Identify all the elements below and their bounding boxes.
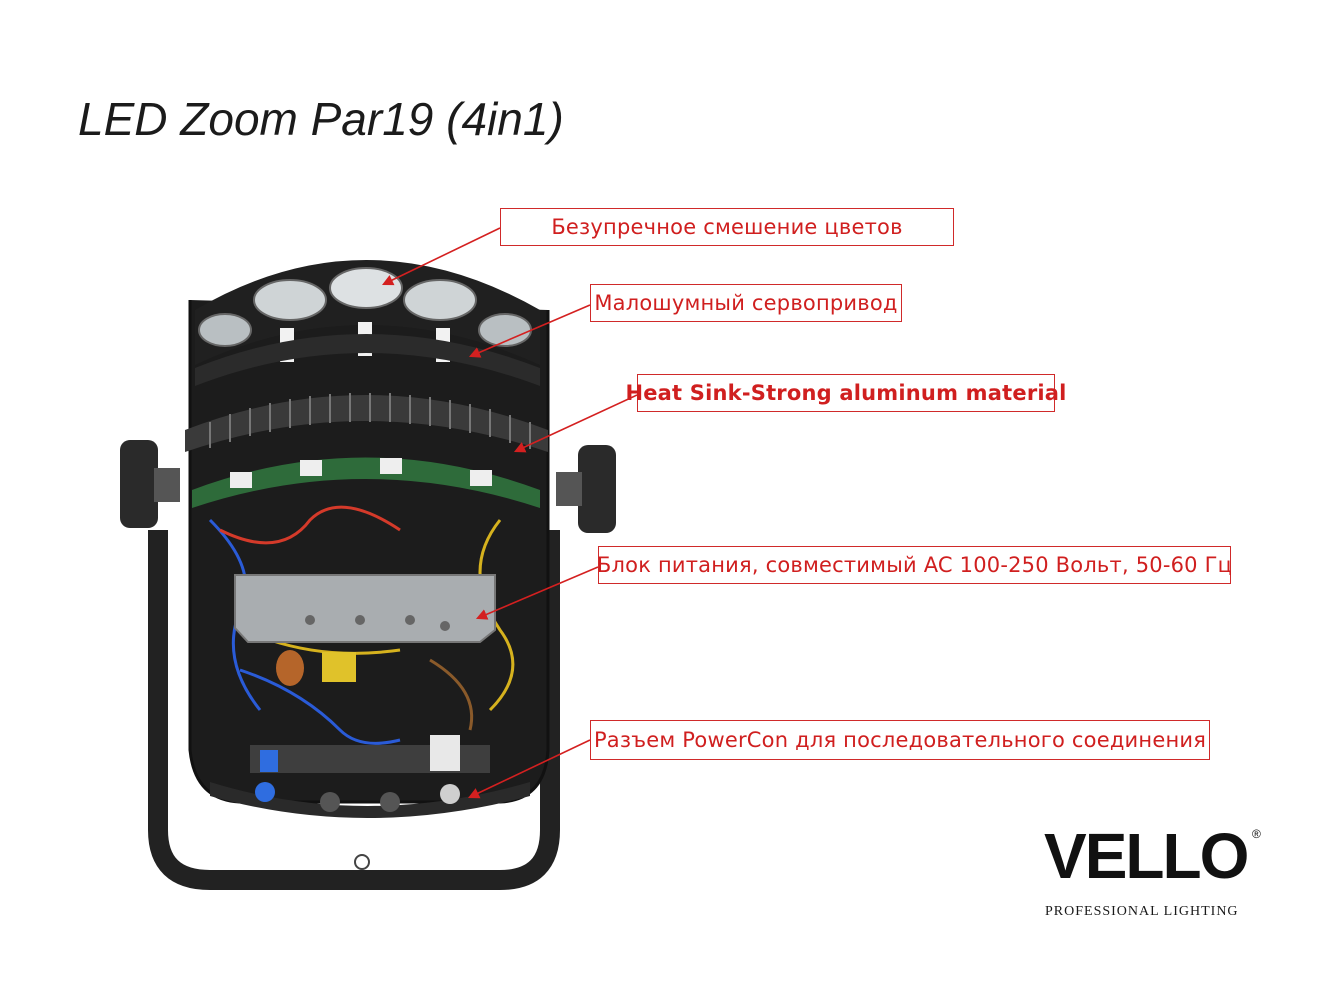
logo-tagline: PROFESSIONAL LIGHTING [1045,904,1239,919]
callout-color-mixing: Безупречное смешение цветов [500,208,954,246]
callout-servo: Малошумный сервопривод [590,284,902,322]
arrow-color-mixing [381,227,501,286]
arrow-power-supply [475,566,599,620]
svg-text:VELLO: VELLO [1044,820,1248,892]
vello-logo: VELLO ® [1044,820,1261,892]
arrow-servo [468,304,591,358]
callout-power-supply: Блок питания, совместимый AC 100-250 Вол… [597,546,1232,584]
callout-powercon: Разъем PowerCon для последовательного со… [590,720,1210,760]
product-photo [120,260,616,890]
arrow-heat-sink [513,394,638,453]
svg-text:®: ® [1252,827,1261,841]
arrow-powercon [467,739,591,799]
callout-heat-sink: Heat Sink-Strong aluminum material [625,374,1066,412]
page-title: LED Zoom Par19 (4in1) [78,93,564,145]
